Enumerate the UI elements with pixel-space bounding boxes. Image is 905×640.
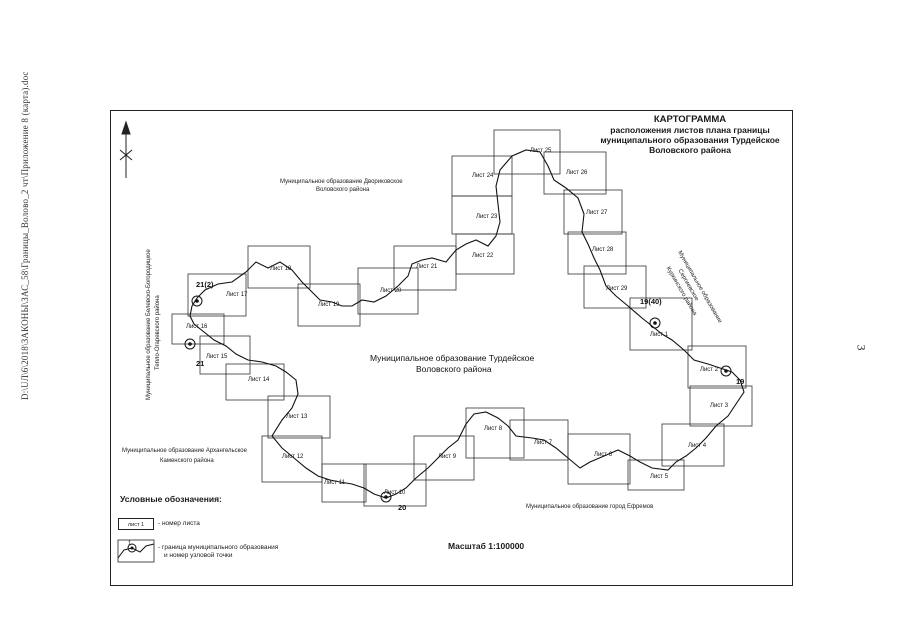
sheet-label-24: Лист 24 xyxy=(472,173,494,179)
sheet-label-19: Лист 19 xyxy=(318,302,340,308)
sheet-frame-6 xyxy=(567,433,631,485)
sheet-label-14: Лист 14 xyxy=(248,377,270,383)
sheet-frame-2 xyxy=(687,345,747,389)
sheet-frame-11 xyxy=(321,463,367,503)
node-marker-21-2 xyxy=(191,295,203,307)
node-label-20: 20 xyxy=(398,503,406,512)
title-line-4: Воловского района xyxy=(649,145,731,155)
sheet-frame-8 xyxy=(465,407,525,459)
map-scale: Масштаб 1:100000 xyxy=(448,541,525,551)
center-label-line-1: Муниципальное образование Турдейское xyxy=(370,353,535,363)
sheet-label-22: Лист 22 xyxy=(472,253,494,259)
title-line-3: муниципального образования Турдейское xyxy=(600,135,780,145)
map-frame xyxy=(110,110,793,586)
sheet-label-18: Лист 18 xyxy=(270,266,292,272)
title-line-2: расположения листов плана границы xyxy=(610,125,770,135)
sheet-label-8: Лист 8 xyxy=(484,426,503,432)
sheet-label-28: Лист 28 xyxy=(592,247,614,253)
sheet-label-13: Лист 13 xyxy=(286,414,308,420)
neighbor-bottom-right: Муниципальное образование город Ефремов xyxy=(526,504,653,510)
neighbor-top-line-1: Муниципальное образование Двориковское xyxy=(280,179,403,185)
sheet-frame-20 xyxy=(357,267,419,315)
sheet-label-15: Лист 15 xyxy=(206,354,228,360)
sheet-label-7: Лист 7 xyxy=(534,440,553,446)
neighbor-bottom-left-line-2: Каменского района xyxy=(160,457,214,464)
sheet-label-12: Лист 12 xyxy=(282,454,304,460)
sheet-frame-4 xyxy=(661,423,725,467)
node-label-19: 19 xyxy=(736,377,744,386)
map-title: КАРТОГРАММА расположения листов плана гр… xyxy=(590,114,790,156)
sheet-label-5: Лист 5 xyxy=(650,474,669,480)
sheet-frame-1 xyxy=(629,297,693,351)
legend-boundary-desc-2: и номер узловой точки xyxy=(164,552,233,559)
sheet-label-4: Лист 4 xyxy=(688,443,707,449)
sheet-label-11: Лист 11 xyxy=(324,480,346,486)
sheet-frame-19 xyxy=(297,283,361,327)
sheet-frame-29 xyxy=(583,265,647,309)
boundary-line xyxy=(189,149,745,499)
sheet-label-16: Лист 16 xyxy=(186,324,208,330)
legend-boundary-sample-icon xyxy=(117,543,155,559)
sheet-label-17: Лист 17 xyxy=(226,292,248,298)
sheet-label-29: Лист 29 xyxy=(606,286,628,292)
sheet-frame-12 xyxy=(261,435,323,483)
sheet-label-25: Лист 25 xyxy=(530,148,552,154)
legend-sheet-sample: лист 1 xyxy=(118,518,154,530)
sheet-label-26: Лист 26 xyxy=(566,170,588,176)
legend-title: Условные обозначения: xyxy=(120,494,222,504)
sheet-frame-15 xyxy=(199,335,251,375)
sheet-label-21: Лист 21 xyxy=(416,264,438,270)
node-label-21-2: 21(2) xyxy=(196,280,214,289)
node-label-19-40: 19(40) xyxy=(640,297,662,306)
sheet-label-2: Лист 2 xyxy=(700,367,719,373)
legend-sheet-desc: - номер листа xyxy=(158,520,200,527)
neighbor-bottom-left-line-1: Муниципальное образование Архангельское xyxy=(122,448,248,454)
node-marker-19 xyxy=(720,365,732,377)
sheet-label-9: Лист 9 xyxy=(438,454,457,460)
neighbor-left-line-2: Тепло-Огаревского района xyxy=(154,295,161,370)
sheet-frame-14 xyxy=(225,363,285,401)
sheet-label-10: Лист 10 xyxy=(384,490,406,496)
node-marker-21 xyxy=(184,338,196,350)
sheet-frame-13 xyxy=(267,395,331,439)
sheet-frame-17 xyxy=(187,273,247,317)
sheet-label-1: Лист 1 xyxy=(650,332,669,338)
sheet-frame-3 xyxy=(689,385,753,427)
sheet-frame-24 xyxy=(451,155,513,197)
sheet-frame-7 xyxy=(509,419,569,461)
sheet-frame-5 xyxy=(627,459,685,491)
node-marker-20 xyxy=(380,491,392,503)
neighbor-left-line-1: Муниципальное образование Белевско-Богор… xyxy=(146,248,152,400)
center-label-line-2: Воловского района xyxy=(416,364,492,374)
sheet-label-23: Лист 23 xyxy=(476,214,498,220)
sheet-frame-28 xyxy=(567,231,627,275)
legend-node-sample-label: 1 xyxy=(128,541,132,547)
north-arrow-icon xyxy=(119,120,133,178)
sheet-frame-10 xyxy=(363,463,427,507)
sheet-label-3: Лист 3 xyxy=(710,403,729,409)
sheet-frame-27 xyxy=(563,189,623,235)
sheet-frame-18 xyxy=(247,245,311,289)
node-marker-19-40 xyxy=(649,317,661,329)
sheet-label-20: Лист 20 xyxy=(380,288,402,294)
sheet-frame-16 xyxy=(171,313,225,345)
neighbor-top-line-2: Воловского района xyxy=(316,186,370,193)
node-label-21: 21 xyxy=(196,359,204,368)
title-line-1: КАРТОГРАММА xyxy=(653,114,727,125)
sheet-label-6: Лист 6 xyxy=(594,452,613,458)
sheet-label-27: Лист 27 xyxy=(586,210,608,216)
sheet-frame-26 xyxy=(543,151,607,195)
sheet-frame-9 xyxy=(413,435,475,481)
legend-boundary-desc-1: - граница муниципального образования xyxy=(158,544,279,551)
